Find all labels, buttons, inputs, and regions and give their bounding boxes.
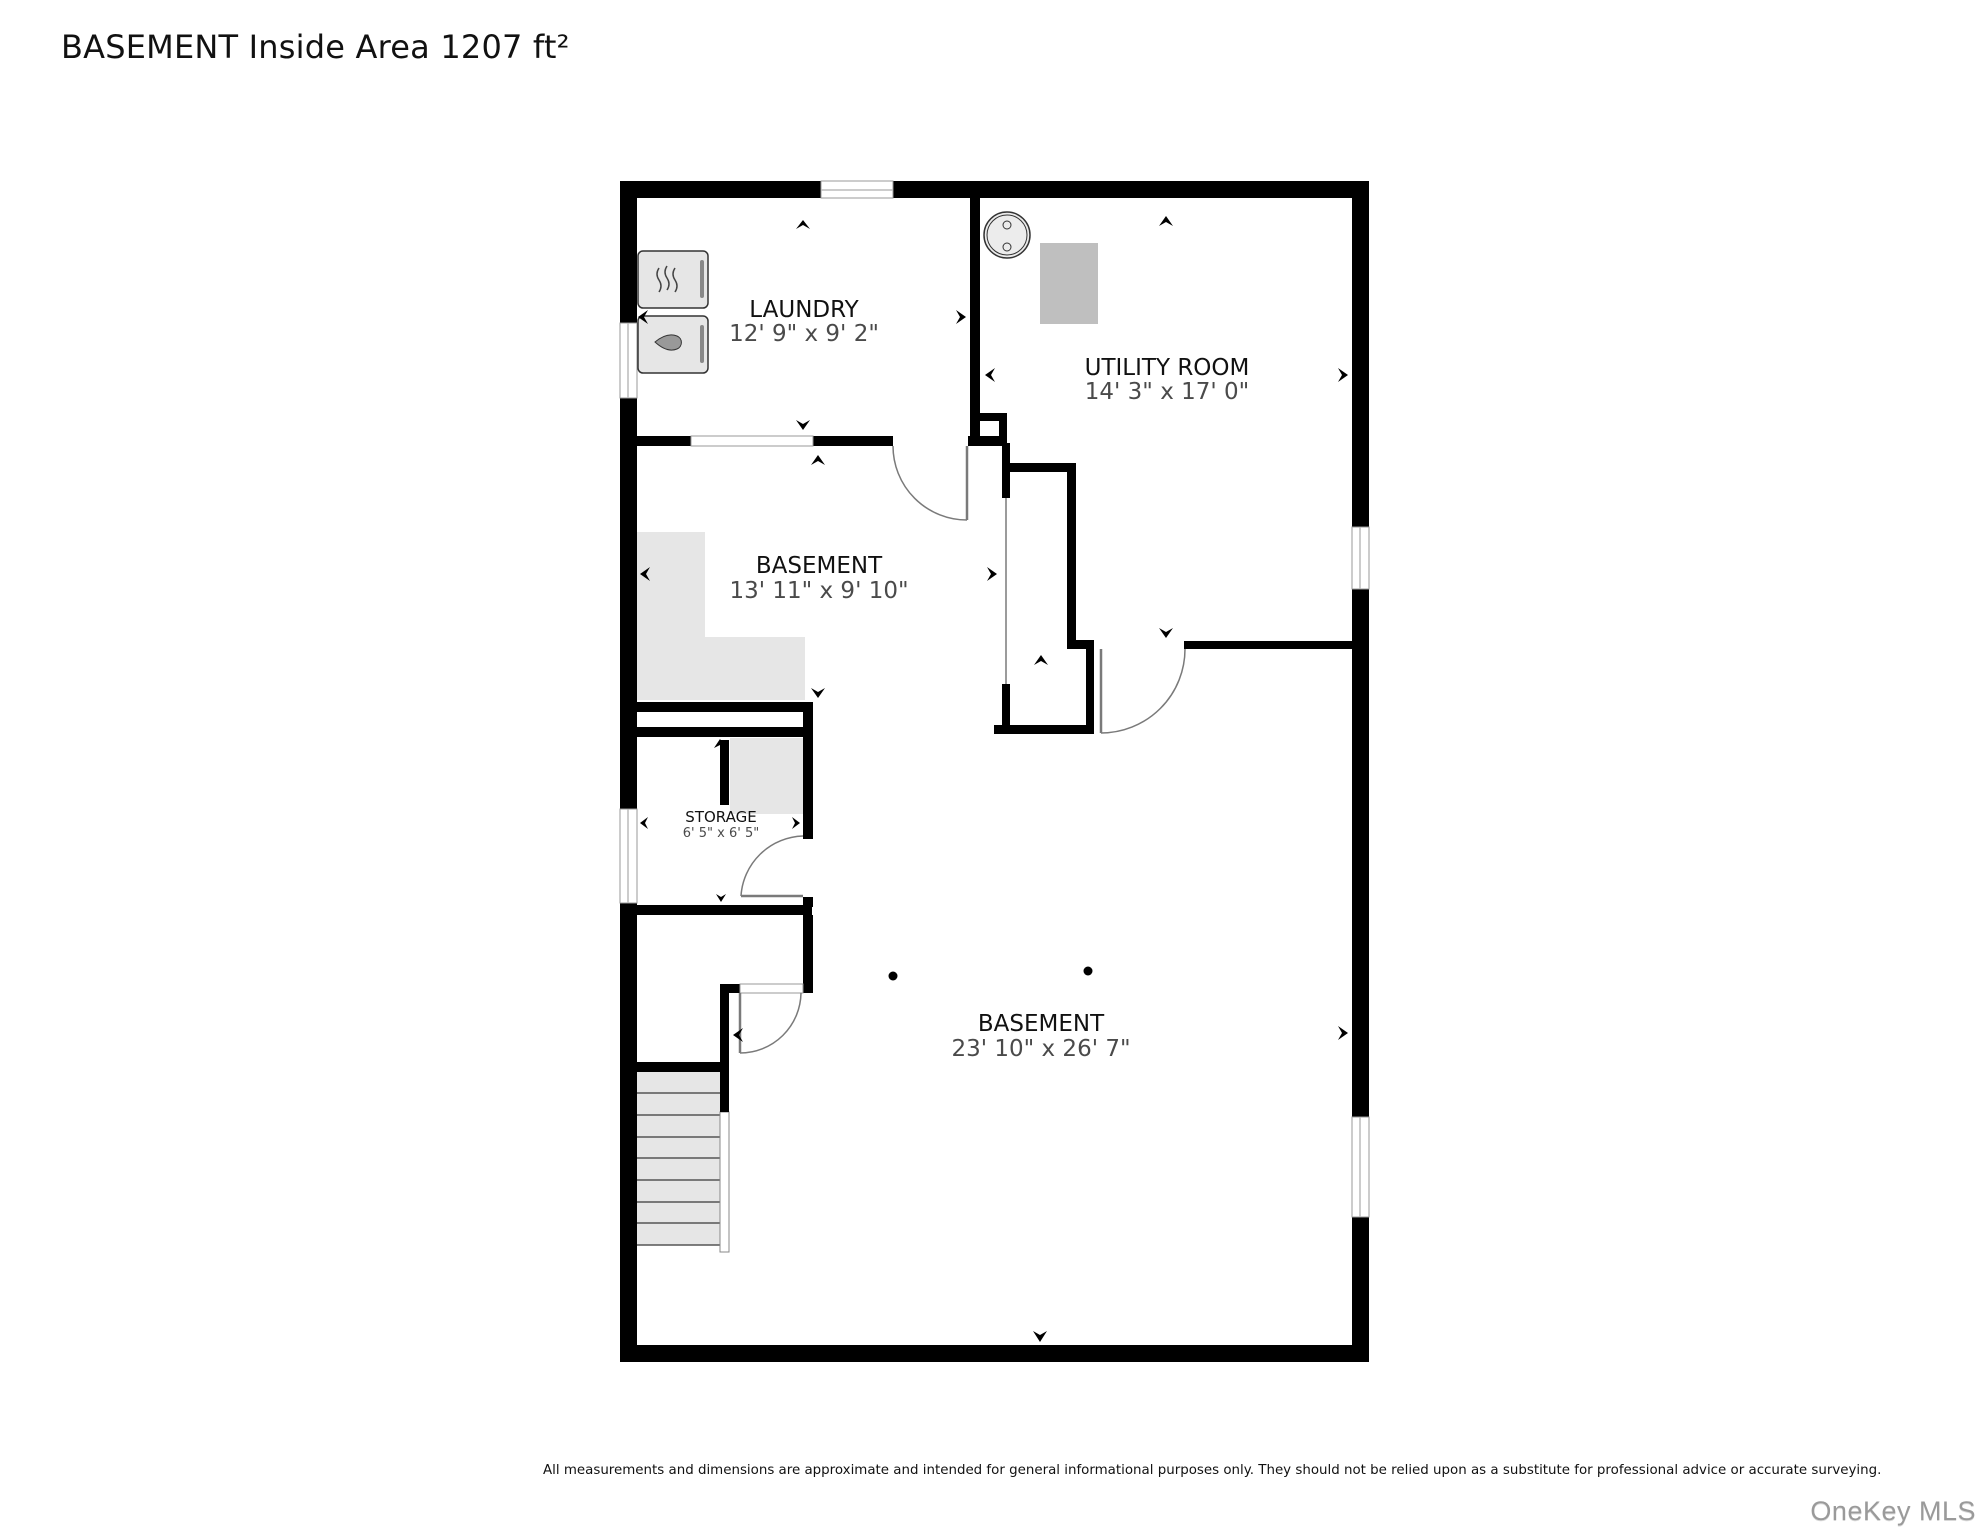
doors	[738, 445, 1186, 1054]
stairs	[636, 1072, 730, 1253]
svg-text:12' 9" x 9' 2": 12' 9" x 9' 2"	[729, 321, 879, 347]
support-columns	[888, 966, 1093, 981]
room-label-storage: STORAGE 6' 5" x 6' 5"	[683, 808, 759, 841]
svg-text:LAUNDRY: LAUNDRY	[749, 297, 859, 323]
svg-text:13' 11" x 9' 10": 13' 11" x 9' 10"	[729, 578, 908, 604]
svg-text:6' 5" x 6' 5": 6' 5" x 6' 5"	[683, 826, 759, 841]
svg-text:STORAGE: STORAGE	[685, 808, 756, 826]
furnace-icon	[1040, 243, 1098, 324]
svg-text:14' 3" x 17' 0": 14' 3" x 17' 0"	[1085, 379, 1249, 405]
svg-text:UTILITY ROOM: UTILITY ROOM	[1085, 355, 1250, 381]
interior-openings	[690, 435, 814, 994]
svg-text:BASEMENT: BASEMENT	[756, 553, 883, 579]
outer-walls	[620, 181, 1369, 1362]
room-label-laundry: LAUNDRY 12' 9" x 9' 2"	[729, 297, 879, 347]
room-label-basement-main: BASEMENT 23' 10" x 26' 7"	[951, 1011, 1130, 1062]
dryer-icon	[637, 250, 709, 309]
shaded-areas	[637, 243, 1098, 814]
watermark-logo: OneKey MLS	[1810, 1496, 1976, 1526]
washer-icon	[637, 315, 709, 374]
windows	[619, 180, 1370, 1218]
measurement-arrows	[638, 216, 1348, 1342]
water-heater-icon	[983, 211, 1031, 259]
svg-text:BASEMENT: BASEMENT	[978, 1011, 1105, 1037]
svg-text:23' 10" x 26' 7": 23' 10" x 26' 7"	[951, 1036, 1130, 1062]
floorplan-title: BASEMENT Inside Area 1207 ft²	[61, 28, 570, 66]
room-label-basement-small: BASEMENT 13' 11" x 9' 10"	[729, 553, 908, 604]
interior-walls	[632, 198, 1352, 1112]
room-label-utility-room: UTILITY ROOM 14' 3" x 17' 0"	[1085, 355, 1250, 405]
disclaimer-text: All measurements and dimensions are appr…	[543, 1463, 1882, 1478]
